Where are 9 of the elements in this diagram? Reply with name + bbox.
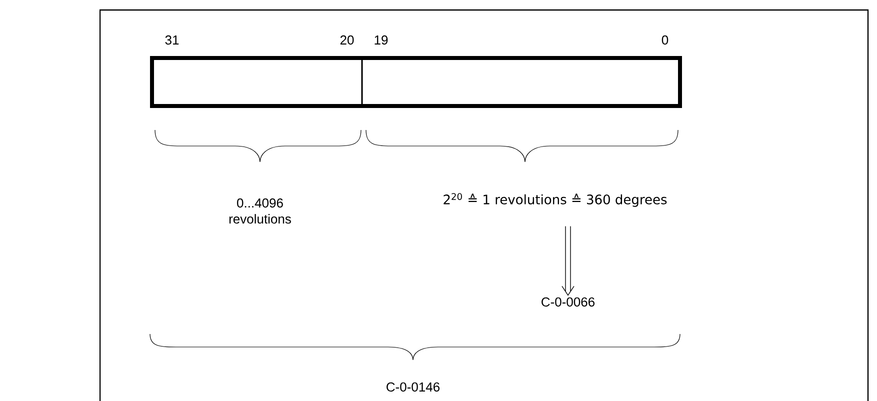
parameter-label: C-0-0066 xyxy=(542,297,595,307)
formula-text: 2$^{20}$ ≙ 1 revolutions ≙ 360 degrees xyxy=(444,193,667,207)
bit-number: 31 xyxy=(165,35,179,45)
range-label: 0...4096 revolutions xyxy=(229,198,291,224)
bit-number: 20 xyxy=(340,35,354,45)
bit-number: 0 xyxy=(662,35,668,45)
double-arrow xyxy=(562,226,574,296)
parameter-label: C-0-0146 xyxy=(386,382,440,392)
bit-number: 19 xyxy=(374,35,388,45)
